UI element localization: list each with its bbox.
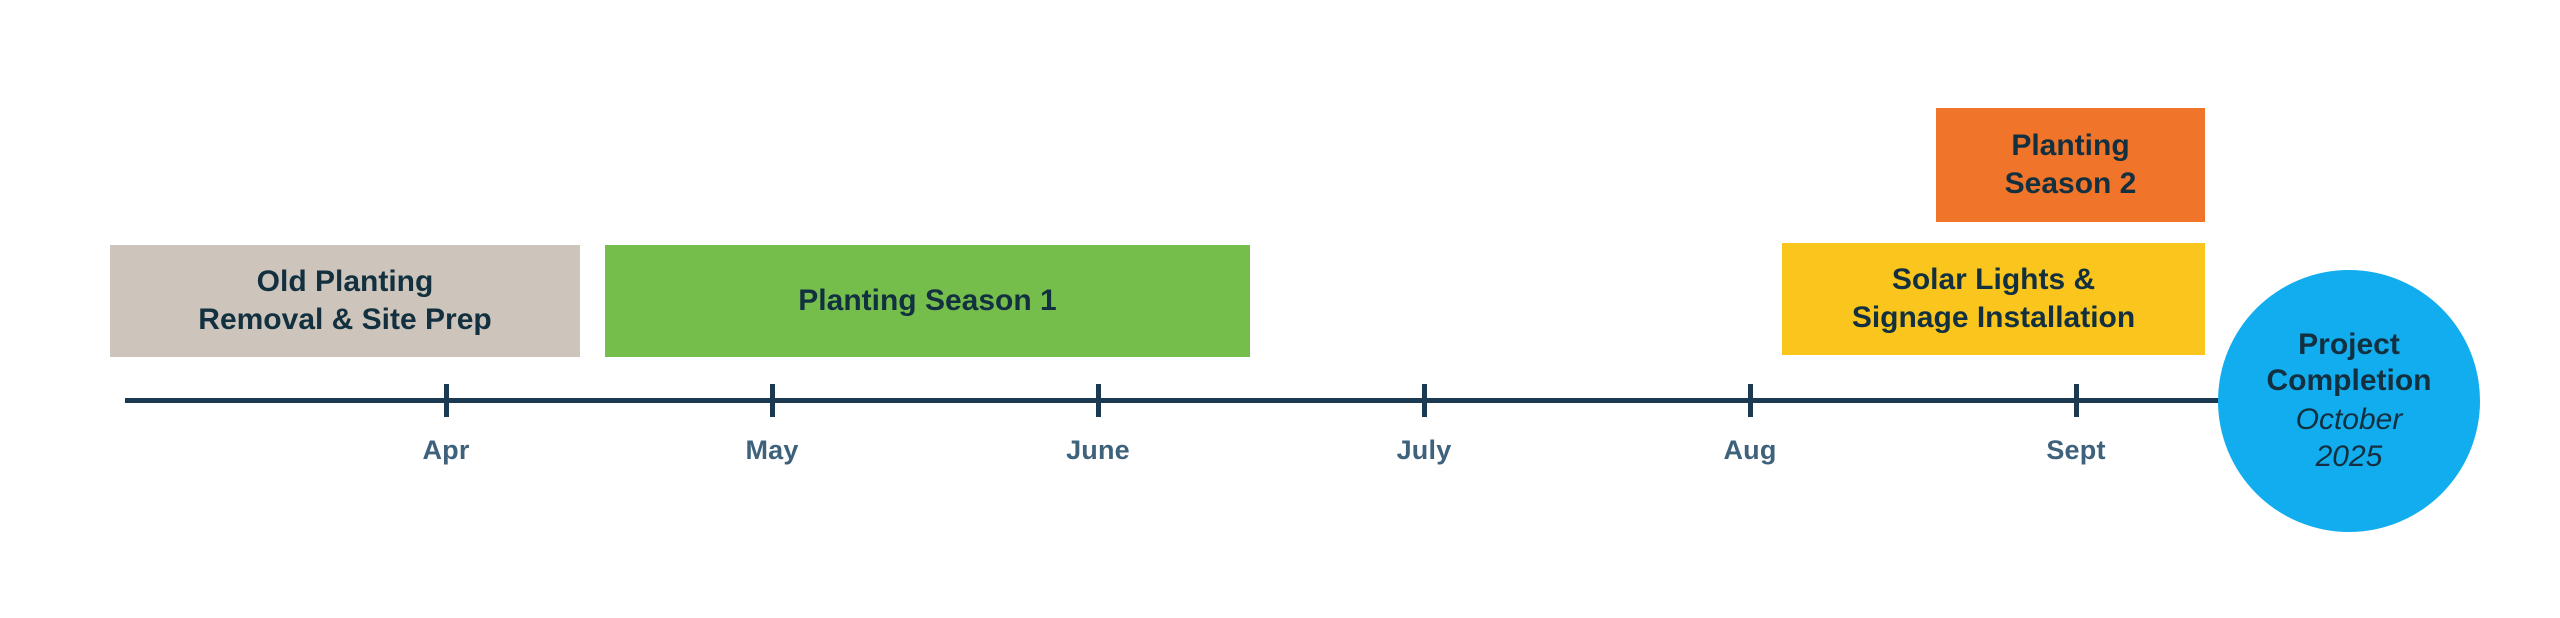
axis-tick-june: [1096, 384, 1101, 417]
axis-tick-may: [770, 384, 775, 417]
timeline-axis-line: [125, 398, 2220, 403]
axis-tick-july: [1422, 384, 1427, 417]
milestone-title: Project Completion: [2266, 327, 2432, 398]
axis-tick-label-june: June: [1066, 435, 1130, 465]
timeline-bar-label: Planting Season 2: [2004, 128, 2137, 200]
axis-tick-label-aug: Aug: [1723, 435, 1777, 465]
axis-tick-aug: [1748, 384, 1753, 417]
timeline-bar-solar-lights-signage-installation[interactable]: Solar Lights & Signage Installation: [1782, 243, 2205, 355]
axis-tick-label-sept: Sept: [2046, 435, 2106, 465]
axis-tick-sept: [2074, 384, 2079, 417]
timeline-bar-planting-season-1[interactable]: Planting Season 1: [605, 245, 1250, 357]
axis-tick-apr: [444, 384, 449, 417]
milestone-project-completion[interactable]: Project Completion October 2025: [2218, 270, 2480, 532]
milestone-date: October 2025: [2295, 403, 2403, 473]
axis-tick-label-july: July: [1396, 435, 1452, 465]
timeline-bar-label: Old Planting Removal & Site Prep: [198, 264, 492, 336]
axis-tick-label-may: May: [745, 435, 799, 465]
timeline-bar-label: Planting Season 1: [798, 283, 1057, 317]
axis-tick-label-apr: Apr: [422, 435, 470, 465]
timeline-bar-old-planting-removal-site-prep[interactable]: Old Planting Removal & Site Prep: [110, 245, 580, 357]
timeline-bar-label: Solar Lights & Signage Installation: [1851, 262, 2136, 334]
timeline-bar-planting-season-2[interactable]: Planting Season 2: [1936, 108, 2205, 222]
